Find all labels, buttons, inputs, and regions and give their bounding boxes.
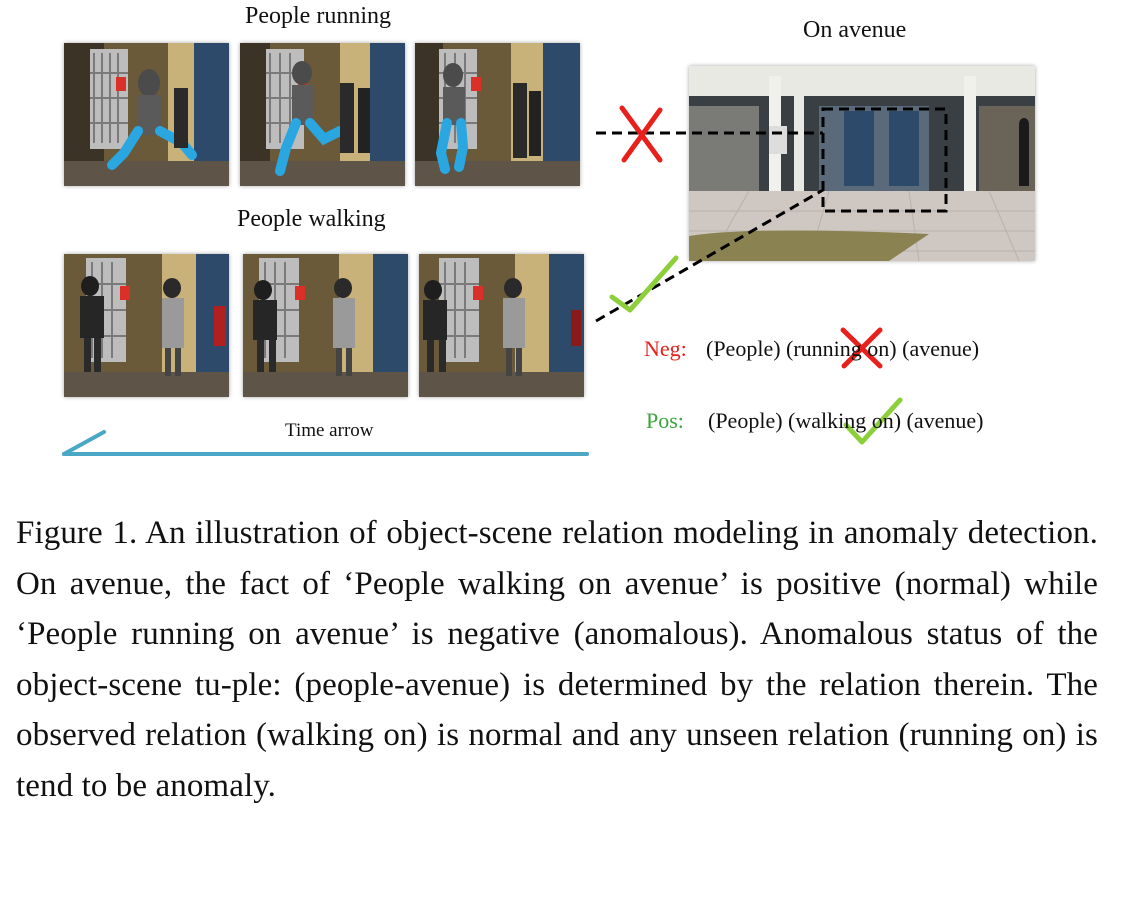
running-frame — [64, 43, 229, 186]
neg-tag: Neg: — [644, 336, 687, 361]
walking-frame — [419, 254, 584, 397]
running-frame — [415, 43, 580, 186]
running-frame — [240, 43, 405, 186]
figure-caption: Figure 1. An illustration of object-scen… — [16, 515, 1098, 804]
check-mark-icon — [609, 255, 679, 313]
running-label: People running — [245, 3, 391, 29]
relation-overlay — [62, 105, 948, 456]
neg-tuple-row: Neg: (People) (running on) (avenue) — [644, 336, 979, 362]
walking-label: People walking — [237, 206, 386, 232]
time-arrow-label: Time arrow — [285, 420, 374, 441]
avenue-scene — [689, 66, 1035, 261]
pos-tuple: (People) (walking on) (avenue) — [708, 408, 984, 433]
scene-region-box — [821, 107, 948, 213]
walking-relation-line — [595, 188, 824, 323]
cross-mark-icon — [619, 105, 663, 163]
time-arrow-icon — [62, 430, 589, 456]
walking-frame — [64, 254, 229, 397]
pos-tuple-row: Pos: (People) (walking on) (avenue) — [646, 408, 984, 434]
scene-label: On avenue — [803, 17, 907, 43]
check-mark-icon — [843, 397, 903, 445]
pos-tag: Pos: — [646, 408, 684, 433]
cross-mark-icon — [840, 327, 883, 369]
neg-tuple: (People) (running on) (avenue) — [706, 336, 980, 361]
walking-frame — [243, 254, 408, 397]
